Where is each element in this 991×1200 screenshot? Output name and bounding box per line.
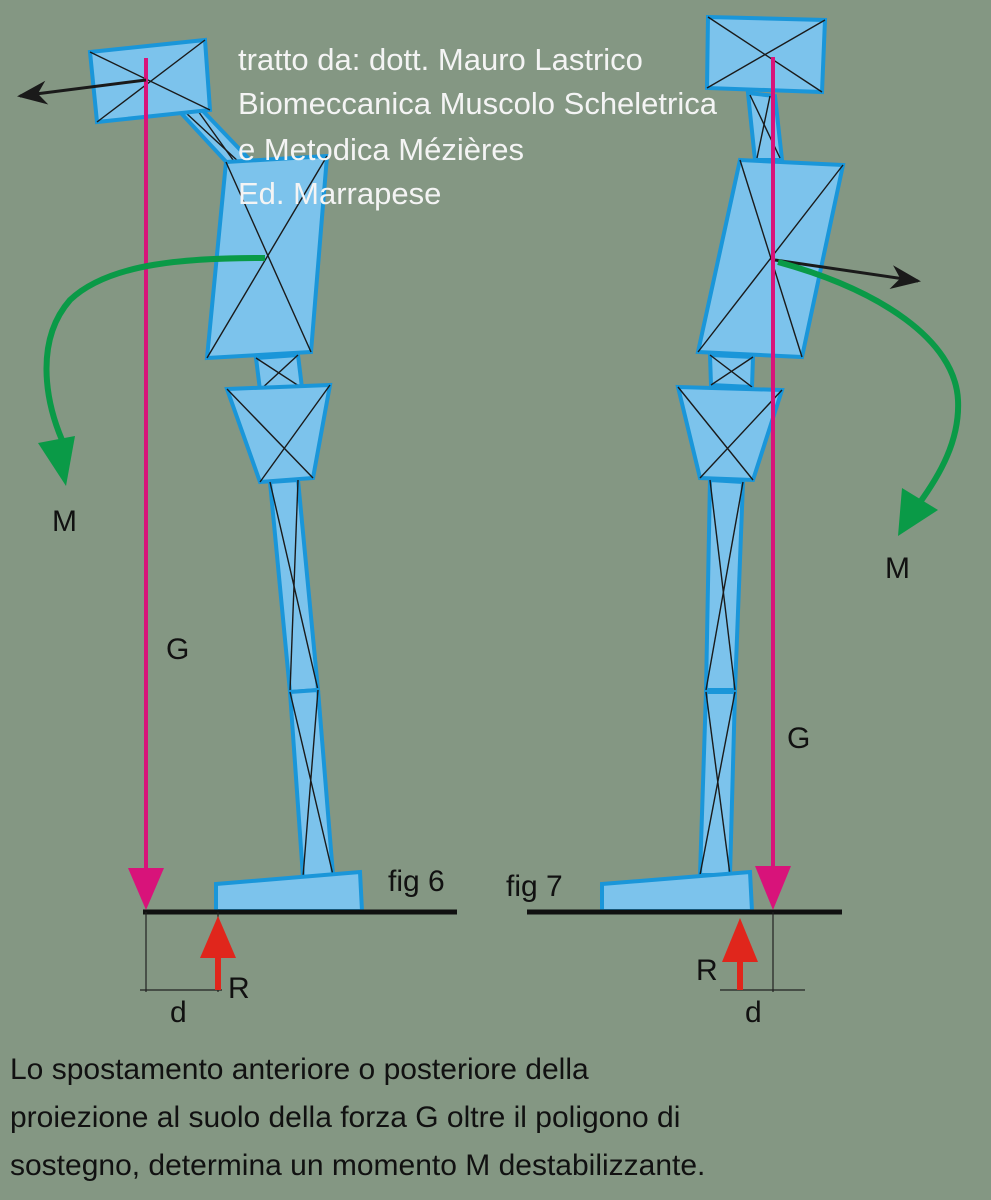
fig6-reaction-label: R (228, 972, 250, 1005)
fig7-gravity-label: G (787, 722, 810, 755)
fig6-distance-label: d (170, 996, 187, 1029)
fig7-trunk-force-arrow (774, 258, 921, 289)
fig7-moment-arrowhead (898, 488, 938, 536)
fig7-distance-label: d (745, 996, 762, 1029)
fig7-reaction-arrowhead (722, 918, 758, 962)
fig7-dimension (720, 912, 805, 992)
caption-line: Lo spostamento anteriore o posteriore de… (10, 1053, 589, 1086)
fig6-head-force-arrow (17, 78, 147, 105)
caption-line: sostegno, determina un momento M destabi… (10, 1149, 705, 1182)
fig6-reaction-arrowhead (200, 916, 236, 958)
fig7-reaction-label: R (696, 954, 718, 987)
fig7-gravity-arrowhead (755, 866, 791, 910)
fig7-moment-label: M (885, 552, 910, 585)
caption: Lo spostamento anteriore o posteriore de… (10, 1053, 705, 1182)
credit-line: Ed. Marrapese (238, 176, 441, 211)
fig6-moment-label: M (52, 505, 77, 538)
fig6-gravity-arrowhead (128, 868, 164, 910)
figure-6: M G R d fig 6 (17, 37, 457, 1029)
credit-text: tratto da: dott. Mauro Lastrico Biomecca… (238, 42, 718, 211)
fig6-moment-arrow (43, 255, 266, 442)
figure-7: M G R d fig 7 (506, 14, 962, 1029)
fig6-moment-arrowhead (38, 436, 75, 486)
fig6-gravity-label: G (166, 633, 189, 666)
fig7-label: fig 7 (506, 870, 563, 903)
fig6-body (87, 37, 365, 913)
fig7-moment-arrow (777, 259, 962, 507)
credit-line: Biomeccanica Muscolo Scheletrica (238, 86, 718, 121)
caption-line: proiezione al suolo della forza G oltre … (10, 1101, 680, 1134)
fig7-body (600, 14, 846, 913)
credit-line: e Metodica Mézières (238, 132, 524, 167)
fig6-label: fig 6 (388, 865, 445, 898)
credit-line: tratto da: dott. Mauro Lastrico (238, 42, 643, 77)
